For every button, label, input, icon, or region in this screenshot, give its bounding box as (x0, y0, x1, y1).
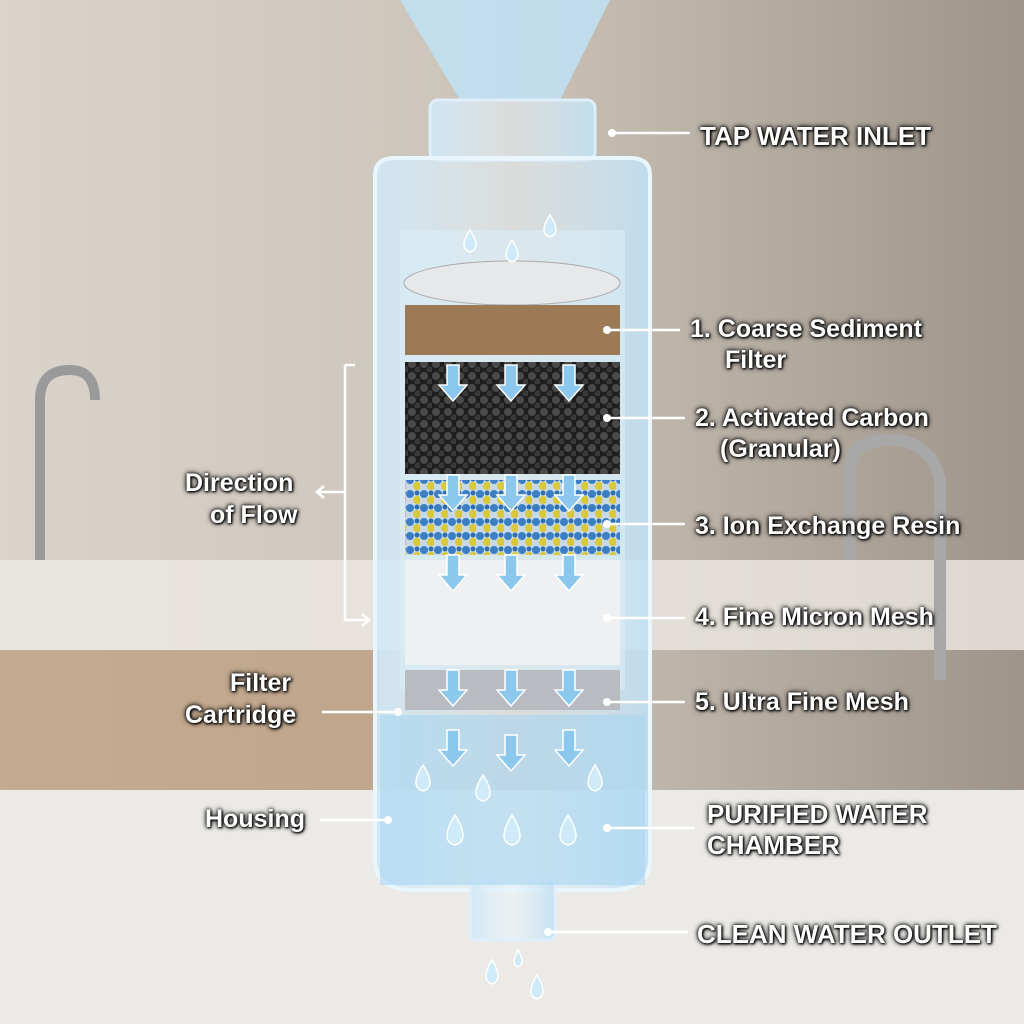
label-chamber: CHAMBER (707, 830, 840, 860)
label-cartridge: Cartridge (185, 701, 297, 729)
label-coarse-sediment-2: Filter (725, 346, 787, 374)
leader-lines (315, 131, 695, 934)
faucet-right (844, 433, 946, 680)
label-tap-water-inlet: TAP WATER INLET (700, 121, 932, 151)
label-coarse-sediment: 1. Coarse Sediment (690, 315, 923, 343)
label-activated-carbon: 2. Activated Carbon (695, 404, 929, 432)
leader-dots (384, 129, 616, 936)
label-activated-carbon-2: (Granular) (720, 435, 841, 463)
top-screen (403, 260, 621, 306)
label-of-flow: of Flow (210, 501, 298, 529)
cabinet (0, 650, 380, 790)
water-funnel (400, 0, 610, 100)
outlet-thread (468, 878, 557, 942)
label-ion-exchange: 3. Ion Exchange Resin (695, 512, 961, 540)
label-clean-water-outlet: CLEAN WATER OUTLET (697, 919, 997, 949)
label-housing: Housing (205, 805, 305, 833)
label-direction: Direction (185, 469, 294, 497)
inlet-thread (428, 98, 597, 162)
label-ultra-fine: 5. Ultra Fine Mesh (695, 688, 909, 716)
label-fine-micron: 4. Fine Micron Mesh (695, 603, 934, 631)
faucet-left (35, 364, 100, 560)
water-drops (415, 213, 603, 1000)
label-purified-water: PURIFIED WATER (707, 799, 928, 829)
sediment-layer (405, 305, 620, 355)
label-filter: Filter (230, 669, 292, 697)
flow-arrows (437, 364, 585, 773)
